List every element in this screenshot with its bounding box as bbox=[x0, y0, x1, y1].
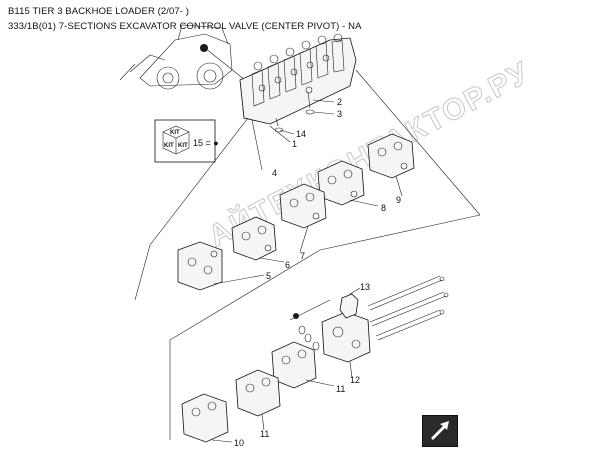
kit-label-side2: KIT bbox=[178, 143, 188, 149]
callout-11-lower: 11 bbox=[260, 429, 269, 439]
guide-lines bbox=[134, 69, 481, 440]
header-subtitle: 333/1B(01) 7-SECTIONS EXCAVATOR CONTROL … bbox=[8, 21, 362, 32]
main-control-valve bbox=[239, 33, 357, 125]
callout-4: 4 bbox=[272, 168, 277, 178]
callout-numbers: 2 3 14 1 4 9 8 7 6 5 13 12 11 11 10 bbox=[234, 97, 401, 448]
callout-1: 1 bbox=[292, 139, 297, 149]
callout-10: 10 bbox=[234, 438, 244, 448]
kit-legend-box: KIT KIT KIT 15 = ● bbox=[154, 119, 219, 163]
callout-11-upper: 11 bbox=[336, 384, 345, 394]
tie-rods bbox=[367, 275, 449, 341]
o-rings bbox=[293, 313, 320, 351]
valve-section-7 bbox=[279, 183, 327, 229]
kit-legend-text: 15 = ● bbox=[193, 138, 219, 148]
valve-section-10 bbox=[181, 393, 229, 443]
callout-3: 3 bbox=[337, 109, 342, 119]
valve-section-6 bbox=[231, 216, 277, 261]
machine-thumbnail bbox=[119, 24, 246, 90]
end-cover-12 bbox=[321, 311, 371, 363]
callout-12: 12 bbox=[350, 375, 360, 385]
callout-7: 7 bbox=[300, 251, 305, 261]
fitting-13 bbox=[339, 293, 359, 319]
location-dot-icon bbox=[200, 44, 208, 52]
header-title: B115 TIER 3 BACKHOE LOADER (2/07- ) bbox=[8, 6, 190, 17]
callout-5: 5 bbox=[266, 271, 271, 281]
callout-13: 13 bbox=[360, 282, 370, 292]
leader-lines bbox=[211, 99, 403, 443]
callout-8: 8 bbox=[381, 203, 386, 213]
callout-9: 9 bbox=[396, 195, 401, 205]
callout-2: 2 bbox=[337, 97, 342, 107]
kit-label-top: KIT bbox=[170, 130, 180, 136]
kit-label-side: KIT bbox=[164, 143, 174, 149]
inlet-section-5 bbox=[177, 241, 223, 291]
valve-section-9 bbox=[367, 133, 415, 179]
kit-cube-icon: KIT KIT KIT bbox=[162, 125, 190, 155]
callout-6: 6 bbox=[285, 260, 290, 270]
arrow-glyph bbox=[431, 421, 449, 440]
callout-14: 14 bbox=[296, 129, 306, 139]
valve-section-11-lower bbox=[235, 369, 281, 417]
next-page-arrow-icon[interactable] bbox=[422, 415, 458, 447]
